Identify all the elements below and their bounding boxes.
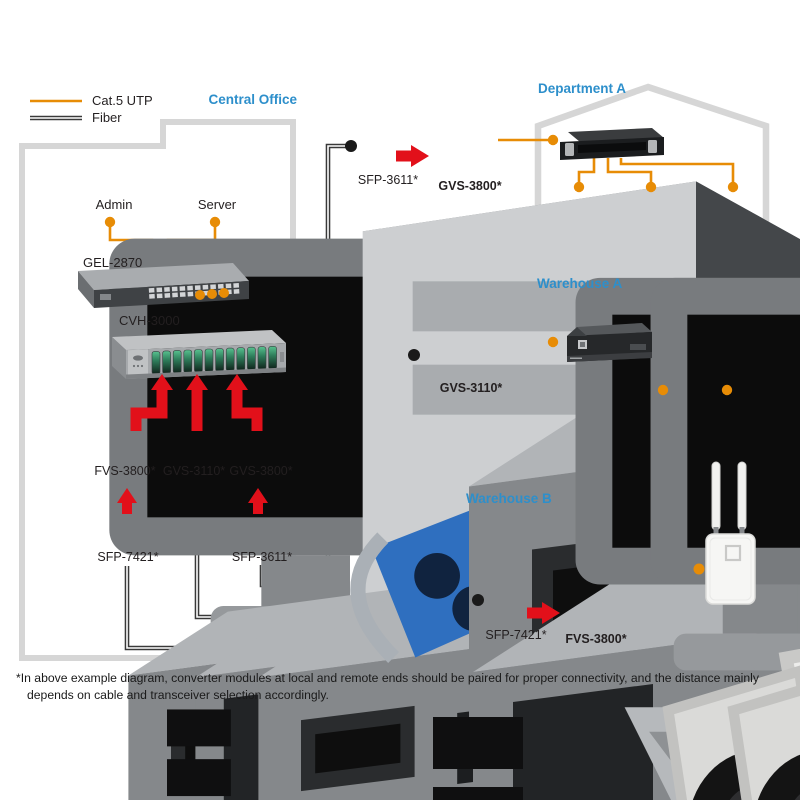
utp-connection-dots (104, 134, 739, 575)
arrow-gvs3110-to-chassis (186, 374, 208, 431)
co-gvs3800-label: GVS-3800* (229, 464, 293, 478)
devices (78, 128, 800, 800)
arrow-dept-a-sfp-to-converter (396, 145, 429, 167)
warehouse-a-gvs3110-label: GVS-3110* (439, 381, 503, 395)
cvh3000-label: CVH-3000 (119, 313, 180, 328)
warehouse-b-access-point-image (705, 461, 756, 605)
utp-dept-a-switch-to-pc2 (606, 158, 653, 186)
arrow-sfp7421-to-fvs3800 (117, 488, 137, 514)
arrow-fvs3800-to-chassis (130, 374, 173, 431)
central-office-label: Central Office (208, 92, 297, 107)
co-fvs3800-label: FVS-3800* (94, 464, 156, 478)
warehouse-a-label: Warehouse A (537, 276, 623, 291)
gel2870-label: GEL-2870 (83, 255, 143, 270)
co-gvs3110-label: GVS-3110* (162, 464, 226, 478)
legend-utp-label: Cat.5 UTP (92, 93, 153, 108)
dept-a-sfp3611-label: SFP-3611* (357, 173, 419, 187)
warehouse-b-sfp7421-label: SFP-7421* (485, 628, 547, 642)
utp-dept-a-switch-to-pc1 (577, 158, 596, 186)
warehouse-b-fvs3800-label: FVS-3800* (565, 632, 627, 646)
dept-a-gvs3800-label: GVS-3800* (438, 179, 502, 193)
arrow-sfp3611-to-gvs3800 (248, 488, 268, 514)
fiber-connection-dots (345, 140, 484, 606)
dept-a-rack-switch-image (560, 128, 664, 160)
arrow-warehouse-b-sfp-to-converter (527, 602, 560, 624)
warehouse-a-nvr-image (567, 323, 652, 362)
utp-dept-a-switch-to-tower (619, 158, 735, 186)
red-arrows (117, 145, 560, 624)
server-label: Server (197, 197, 237, 212)
co-sfp7421-label: SFP-7421* (97, 550, 159, 564)
footnote-line-1: *In above example diagram, converter mod… (16, 671, 759, 685)
cvh3000-chassis-image (112, 330, 286, 379)
gel2870-switch-image (78, 263, 249, 308)
arrow-gvs3800-to-chassis (226, 374, 263, 431)
central-office-outline (19, 119, 296, 661)
legend-fiber-label: Fiber (92, 110, 122, 125)
co-sfp3611-label: SFP-3611* (231, 550, 293, 564)
department-a-label: Department A (538, 81, 627, 96)
warehouse-b-label: Warehouse B (466, 491, 552, 506)
footnote-line-2: depends on cable and transceiver selecti… (27, 688, 329, 702)
admin-label: Admin (95, 197, 133, 212)
